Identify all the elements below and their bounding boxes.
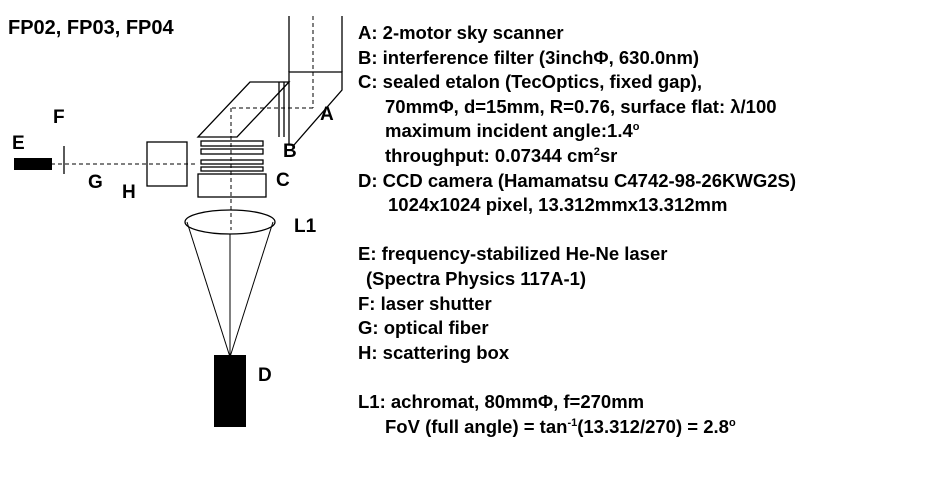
legend-b: B: interference filter (3inchΦ, 630.0nm) xyxy=(358,46,700,68)
legend-g: G: optical fiber xyxy=(358,317,489,339)
label-D: D xyxy=(258,365,272,386)
sealed-etalon-C xyxy=(197,159,267,198)
legend-c1: C: sealed etalon (TecOptics, fixed gap), xyxy=(358,71,703,93)
lens-L1 xyxy=(184,209,276,235)
legend-l1: L1: achromat, 80mmΦ, f=270mm xyxy=(358,390,645,412)
figure-title: FP02, FP03, FP04 xyxy=(8,17,175,39)
label-C: C xyxy=(276,170,290,191)
label-E: E xyxy=(12,133,25,154)
legend-a: A: 2-motor sky scanner xyxy=(358,22,564,43)
component-legend: A: 2-motor sky scanner B: interference f… xyxy=(358,21,923,439)
label-F: F xyxy=(53,107,65,128)
legend-d2: 1024x1024 pixel, 13.312mmx13.312mm xyxy=(388,194,728,216)
label-A: A xyxy=(320,104,334,125)
legend-c3: maximum incident angle:1.4o xyxy=(385,120,640,142)
optical-path xyxy=(30,16,314,230)
interference-filter-B xyxy=(200,140,264,155)
label-G: G xyxy=(88,172,103,193)
label-L1: L1 xyxy=(294,216,317,237)
scattering-box-H xyxy=(146,141,188,187)
label-H: H xyxy=(122,182,136,203)
legend-c2: 70mmΦ, d=15mm, R=0.76, surface flat: λ/1… xyxy=(385,95,777,117)
legend-d1: D: CCD camera (Hamamatsu C4742-98-26KWG2… xyxy=(358,169,796,191)
ccd-camera-D xyxy=(214,355,246,427)
legend-e1: E: frequency-stabilized He-Ne laser xyxy=(358,243,668,265)
sky-scanner-A xyxy=(196,16,343,146)
legend-f: F: laser shutter xyxy=(358,292,492,314)
legend-h: H: scattering box xyxy=(358,341,510,363)
legend-e2: (Spectra Physics 117A-1) xyxy=(366,267,587,289)
laser-E xyxy=(14,158,52,170)
light-cone xyxy=(186,221,274,358)
label-B: B xyxy=(283,141,297,162)
legend-fov: FoV (full angle) = tan-1(13.312/270) = 2… xyxy=(385,415,736,437)
legend-c4: throughput: 0.07344 cm2sr xyxy=(385,144,618,166)
